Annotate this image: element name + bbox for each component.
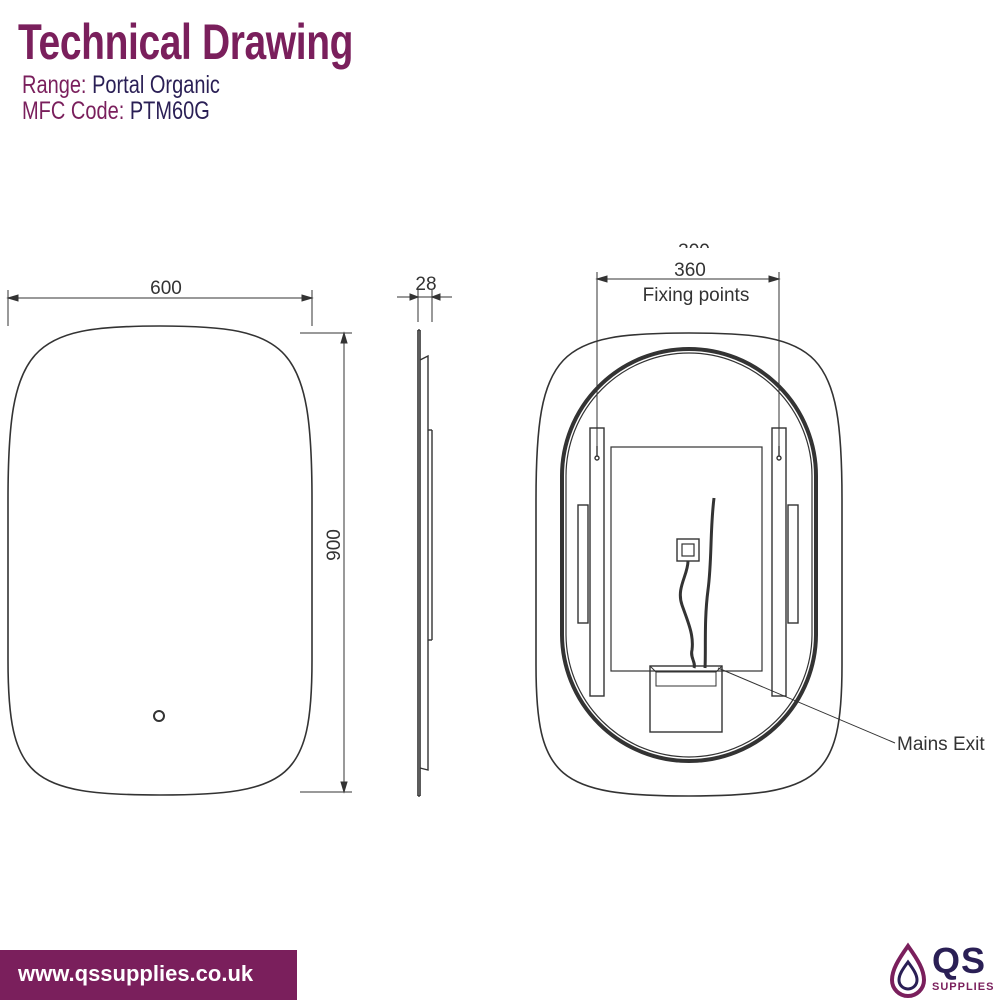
qs-supplies-logo: QS SUPPLIES (886, 940, 996, 998)
rear-panel (610, 446, 763, 672)
side-view (417, 329, 433, 797)
droplet-logo-icon (889, 942, 927, 998)
height-label: 900 (324, 529, 345, 561)
footer-bar: www.qssupplies.co.uk (0, 950, 297, 1000)
logo-name: QS (932, 940, 987, 981)
mains-cable (703, 497, 716, 669)
switch-box-icon (676, 538, 700, 562)
led-ring-inner (565, 352, 813, 758)
height-dimension (300, 331, 352, 794)
website-link[interactable]: www.qssupplies.co.uk (18, 961, 254, 986)
left-side-bracket (577, 504, 589, 624)
width-dimension (6, 290, 314, 326)
left-keyhole-icon (594, 446, 600, 461)
page-title: Technical Drawing (18, 14, 354, 70)
depth-label: 28 (415, 274, 436, 295)
sensor-cable (678, 560, 696, 669)
mfc-value: PTM60G (129, 97, 210, 125)
header: Technical Drawing Range: Portal Organic … (18, 12, 448, 124)
mfc-line: MFC Code: PTM60G (22, 98, 362, 124)
fixing-width-label: 360 (674, 260, 706, 281)
rear-view-outline (535, 332, 843, 797)
right-keyhole-icon (776, 446, 782, 461)
mfc-label: MFC Code: (22, 97, 125, 125)
width-label: 600 (150, 278, 182, 299)
logo-subtitle: SUPPLIES (932, 981, 995, 993)
range-line: Range: Portal Organic (22, 72, 362, 98)
front-view (7, 325, 313, 796)
driver-box (649, 665, 723, 733)
led-ring-outer (560, 347, 818, 763)
touch-sensor-icon (153, 710, 165, 722)
range-label: Range: (22, 71, 87, 99)
left-fixing-bar (589, 427, 605, 697)
mains-exit-label: Mains Exit (897, 734, 985, 755)
range-value: Portal Organic (92, 71, 220, 99)
depth-dimension (397, 290, 452, 322)
fixing-dimension (595, 272, 781, 446)
rear-view (535, 332, 896, 797)
hidden-dimension-text: 300 (678, 241, 710, 262)
mains-exit-leader (717, 667, 896, 744)
front-view-outline (7, 325, 313, 796)
right-side-bracket (787, 504, 799, 624)
fixing-points-label: Fixing points (643, 285, 750, 306)
right-fixing-bar (771, 427, 787, 697)
